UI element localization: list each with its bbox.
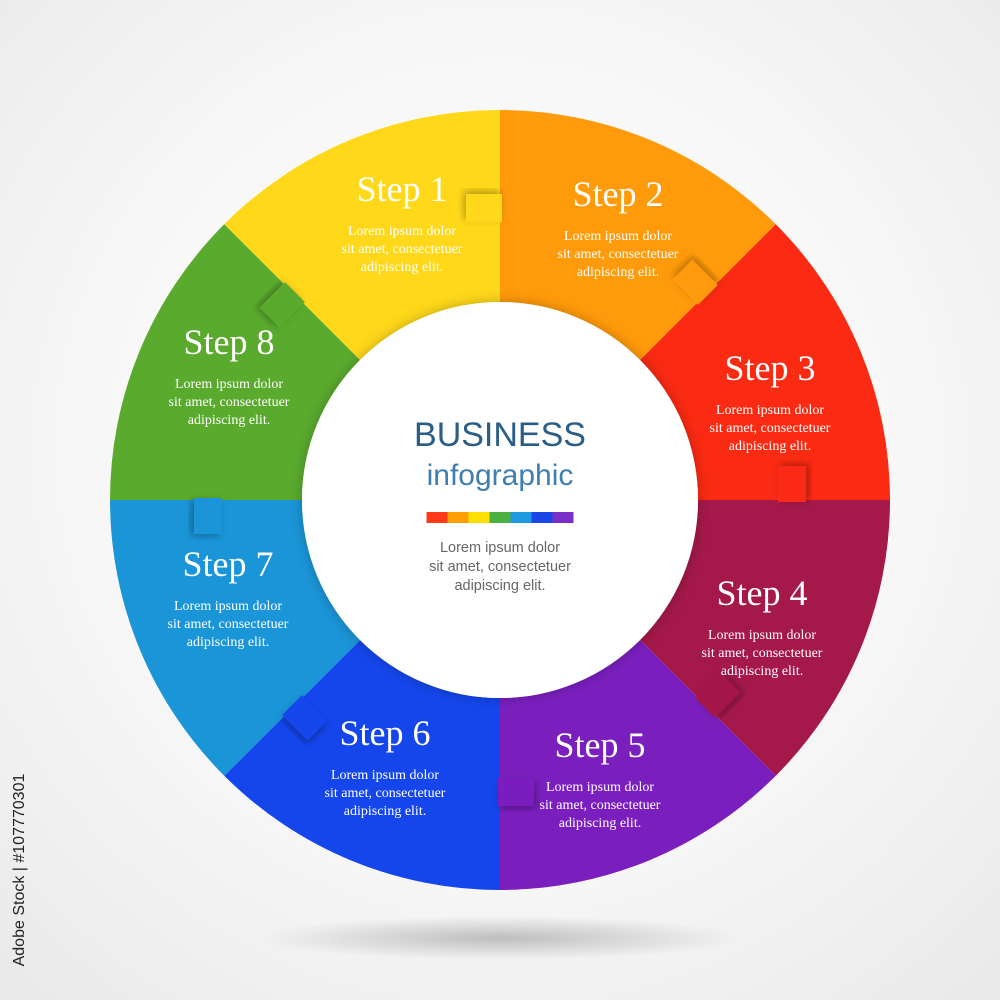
step-4-text-line-3: adipiscing elit. xyxy=(721,664,803,679)
step-5-text-line-2: sit amet, consectetuer xyxy=(540,798,661,813)
step-6-text-line-1: Lorem ipsum dolor xyxy=(331,768,439,783)
step-1-text-line-1: Lorem ipsum dolor xyxy=(348,224,456,239)
center-title: BUSINESS xyxy=(414,416,586,454)
step-5-puzzle-tab xyxy=(498,778,534,806)
step-1-segment xyxy=(224,110,501,360)
step-8-text-line-2: sit amet, consectetuer xyxy=(169,395,290,410)
step-4-text-line-2: sit amet, consectetuer xyxy=(702,646,823,661)
step-2-segment xyxy=(500,110,776,360)
step-5-segment xyxy=(500,640,776,890)
step-8-title: Step 8 xyxy=(183,322,274,362)
step-3-text-line-2: sit amet, consectetuer xyxy=(710,421,831,436)
step-8-text-line-1: Lorem ipsum dolor xyxy=(175,377,283,392)
step-1-text-line-2: sit amet, consectetuer xyxy=(342,242,463,257)
step-7-segment xyxy=(110,500,360,776)
step-labels: Step 1 Lorem ipsum dolor sit amet, consect… xyxy=(168,169,831,831)
step-7-text-line-3: adipiscing elit. xyxy=(187,635,269,650)
step-4-text-line-1: Lorem ipsum dolor xyxy=(708,628,816,643)
step-8-puzzle-tab xyxy=(259,282,305,328)
step-2-text-line-3: adipiscing elit. xyxy=(577,265,659,280)
color-bar-swatch-4 xyxy=(489,512,511,523)
center-circle xyxy=(302,302,698,698)
step-3-text-line-3: adipiscing elit. xyxy=(729,439,811,454)
color-bar-swatch-3 xyxy=(468,512,490,523)
step-2-text-line-2: sit amet, consectetuer xyxy=(558,247,679,262)
stock-id-watermark: Adobe Stock | #107770301 xyxy=(10,770,30,970)
step-5-text-line-1: Lorem ipsum dolor xyxy=(546,780,654,795)
color-bar-swatch-6 xyxy=(531,512,553,523)
step-6-title: Step 6 xyxy=(339,713,430,753)
step-4-puzzle-tab xyxy=(695,672,741,718)
center-text-line-3: adipiscing elit. xyxy=(454,578,545,594)
step-5-title: Step 5 xyxy=(554,725,645,765)
center-color-bar xyxy=(426,512,574,523)
step-1-puzzle-tab xyxy=(466,194,502,222)
step-1-text-line-3: adipiscing elit. xyxy=(361,260,443,275)
step-6-text-line-2: sit amet, consectetuer xyxy=(325,786,446,801)
step-6-text-line-3: adipiscing elit. xyxy=(344,804,426,819)
step-3-text-line-1: Lorem ipsum dolor xyxy=(716,403,824,418)
step-6-segment xyxy=(224,640,501,890)
step-3-puzzle-tab xyxy=(778,466,806,502)
step-4-title: Step 4 xyxy=(716,573,807,613)
step-2-text-line-1: Lorem ipsum dolor xyxy=(564,229,672,244)
step-7-puzzle-tab xyxy=(194,498,222,534)
ring-segments xyxy=(110,110,891,890)
center-text-line-2: sit amet, consectetuer xyxy=(429,559,571,575)
color-bar-swatch-5 xyxy=(510,512,532,523)
step-2-title: Step 2 xyxy=(572,174,663,214)
color-bar-swatch-7 xyxy=(552,512,574,523)
step-2-puzzle-tab xyxy=(672,259,718,305)
step-5-text-line-3: adipiscing elit. xyxy=(559,816,641,831)
step-7-text-line-1: Lorem ipsum dolor xyxy=(174,599,282,614)
stock-id-text: Adobe Stock | #107770301 xyxy=(11,773,28,967)
step-7-text-line-2: sit amet, consectetuer xyxy=(168,617,289,632)
step-3-title: Step 3 xyxy=(724,348,815,388)
color-bar-swatch-1 xyxy=(426,512,448,523)
step-1-title: Step 1 xyxy=(356,169,447,209)
puzzle-tabs xyxy=(194,194,806,806)
color-bar-swatch-2 xyxy=(447,512,469,523)
step-6-puzzle-tab xyxy=(282,695,328,741)
center-text-line-1: Lorem ipsum dolor xyxy=(440,540,560,556)
center-subtitle: infographic xyxy=(427,459,574,492)
step-8-text-line-3: adipiscing elit. xyxy=(188,413,270,428)
step-4-segment xyxy=(640,500,891,776)
step-8-segment xyxy=(110,224,360,501)
ground-shadow xyxy=(260,916,740,960)
step-7-title: Step 7 xyxy=(182,544,273,584)
step-3-segment xyxy=(640,224,890,501)
